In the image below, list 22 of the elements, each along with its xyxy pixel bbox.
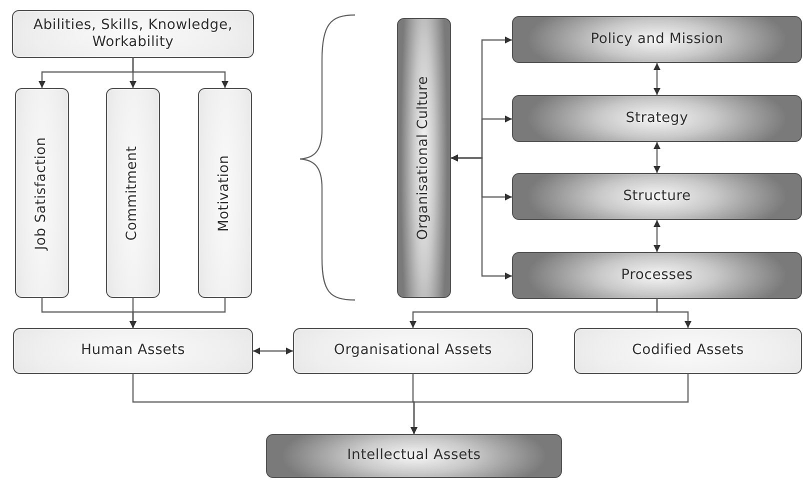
arrow <box>654 142 660 173</box>
process-box: Human Assets <box>13 328 253 374</box>
arrow <box>132 58 228 88</box>
process-box: Motivation <box>198 88 252 298</box>
arrow <box>451 154 512 280</box>
dark-process-box: Strategy <box>512 95 802 142</box>
process-box: Job Satisfaction <box>15 88 69 298</box>
arrow <box>253 348 293 354</box>
arrow <box>656 299 692 328</box>
arrow <box>654 63 660 95</box>
arrow <box>654 220 660 252</box>
dark-process-box: Processes <box>512 252 802 299</box>
process-box: Commitment <box>106 88 160 298</box>
process-box: Abilities, Skills, Knowledge, Workability <box>12 10 254 58</box>
arrow <box>410 374 689 434</box>
process-box: Codified Assets <box>574 328 802 374</box>
dark-process-box: Structure <box>512 173 802 220</box>
dark-process-box: Intellectual Assets <box>266 434 562 478</box>
dark-process-box: Policy and Mission <box>512 16 802 63</box>
arrow <box>130 298 226 328</box>
dark-process-box: Organisational Culture <box>397 18 451 298</box>
process-box: Organisational Assets <box>293 328 533 374</box>
